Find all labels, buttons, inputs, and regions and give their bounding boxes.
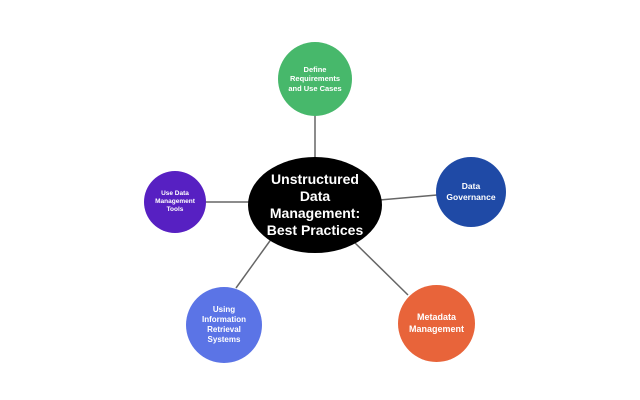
node-information-retrieval: Using Information Retrieval Systems: [186, 287, 262, 363]
node-data-governance-label: Data Governance: [446, 181, 496, 202]
center-node: Unstructured Data Management: Best Pract…: [248, 157, 382, 253]
node-information-retrieval-label: Using Information Retrieval Systems: [202, 305, 246, 344]
connector-retrieval: [235, 237, 273, 289]
node-data-management-tools-label: Use Data Management Tools: [155, 189, 195, 214]
connector-metadata: [351, 239, 409, 296]
node-metadata-management: Metadata Management: [398, 285, 475, 362]
center-node-label: Unstructured Data Management: Best Pract…: [266, 171, 364, 238]
node-define-requirements-label: Define Requirements and Use Cases: [288, 64, 342, 93]
node-metadata-management-label: Metadata Management: [408, 312, 464, 334]
node-data-management-tools: Use Data Management Tools: [144, 171, 206, 233]
node-data-governance: Data Governance: [436, 157, 506, 227]
node-define-requirements: Define Requirements and Use Cases: [278, 42, 352, 116]
connector-governance: [379, 194, 438, 201]
